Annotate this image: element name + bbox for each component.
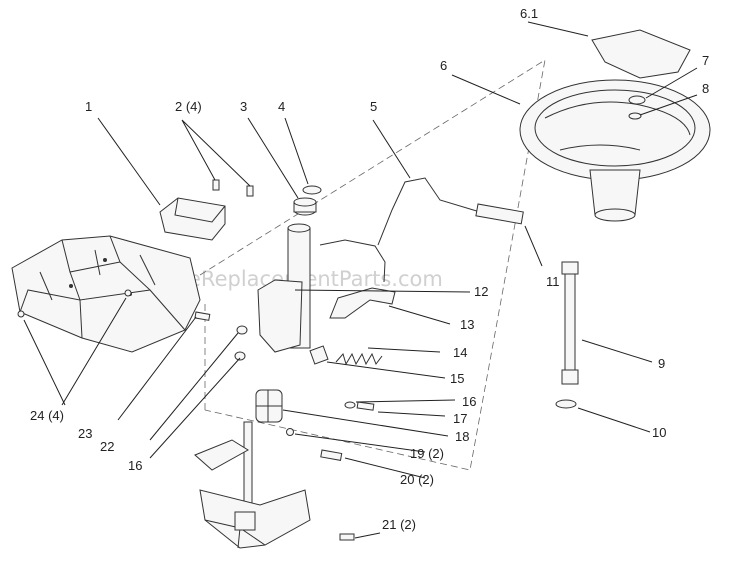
lower-bracket-assembly [194, 421, 311, 549]
cap-part-6-1 [591, 29, 691, 79]
steering-column [257, 223, 311, 353]
callout-2: 2 (4) [175, 99, 202, 114]
arm-part-13 [329, 287, 396, 319]
washer-part-22 [236, 325, 248, 335]
callout-15: 15 [450, 371, 464, 386]
callout-7: 7 [702, 53, 709, 68]
upper-bracket-part [159, 197, 226, 241]
callout-11: 11 [546, 274, 560, 289]
bolt-24-right [124, 289, 132, 297]
watermark: eReplacementParts.com [188, 267, 443, 291]
steering-wheel-part-6 [519, 79, 711, 222]
callout-4: 4 [278, 99, 285, 114]
callout-3: 3 [240, 99, 247, 114]
nut-part-19 [286, 428, 294, 436]
bolt-part-20 [320, 449, 343, 461]
bolt-part-21 [339, 533, 355, 541]
universal-joint-part-18 [255, 389, 283, 423]
callout-13: 13 [460, 317, 474, 332]
callout-5: 5 [370, 99, 377, 114]
bolt-part-17 [356, 401, 375, 411]
steering-shaft-part-9 [561, 261, 579, 385]
washer-part-10 [555, 399, 577, 409]
callout-22: 22 [100, 439, 114, 454]
spacer-part-15 [309, 345, 329, 365]
rod-part-12 [319, 239, 386, 283]
bushing-part-3 [293, 197, 317, 216]
callout-23: 23 [78, 426, 92, 441]
callout-17: 17 [453, 411, 467, 426]
callout-16-left: 16 [128, 458, 142, 473]
callout-14: 14 [453, 345, 467, 360]
callout-18: 18 [455, 429, 469, 444]
callout-19: 19 (2) [410, 446, 444, 461]
callout-6: 6 [440, 58, 447, 73]
washer-part-8 [628, 112, 642, 120]
leader-lines [23, 21, 698, 539]
callout-21: 21 (2) [382, 517, 416, 532]
washer-part-16-left [234, 351, 246, 361]
callout-labels: 1 2 (4) 3 4 5 6 6.1 7 8 9 10 11 12 13 14… [30, 6, 709, 532]
callout-8: 8 [702, 81, 709, 96]
callout-1: 1 [85, 99, 92, 114]
callout-9: 9 [658, 356, 665, 371]
callout-24: 24 (4) [30, 408, 64, 423]
floor-pan-part [11, 235, 201, 353]
callout-20: 20 (2) [400, 472, 434, 487]
callout-10: 10 [652, 425, 666, 440]
callout-12: 12 [474, 284, 488, 299]
nut-part-7 [628, 95, 646, 105]
callout-16-right: 16 [462, 394, 476, 409]
washer-part-16 [344, 401, 356, 409]
bolt-24-left [17, 310, 25, 318]
callout-6-1: 6.1 [520, 6, 538, 21]
nut-part-4 [302, 185, 322, 195]
grip-part-11 [475, 203, 524, 225]
bolt-part-23 [194, 311, 211, 321]
spring-part-14 [335, 352, 383, 366]
